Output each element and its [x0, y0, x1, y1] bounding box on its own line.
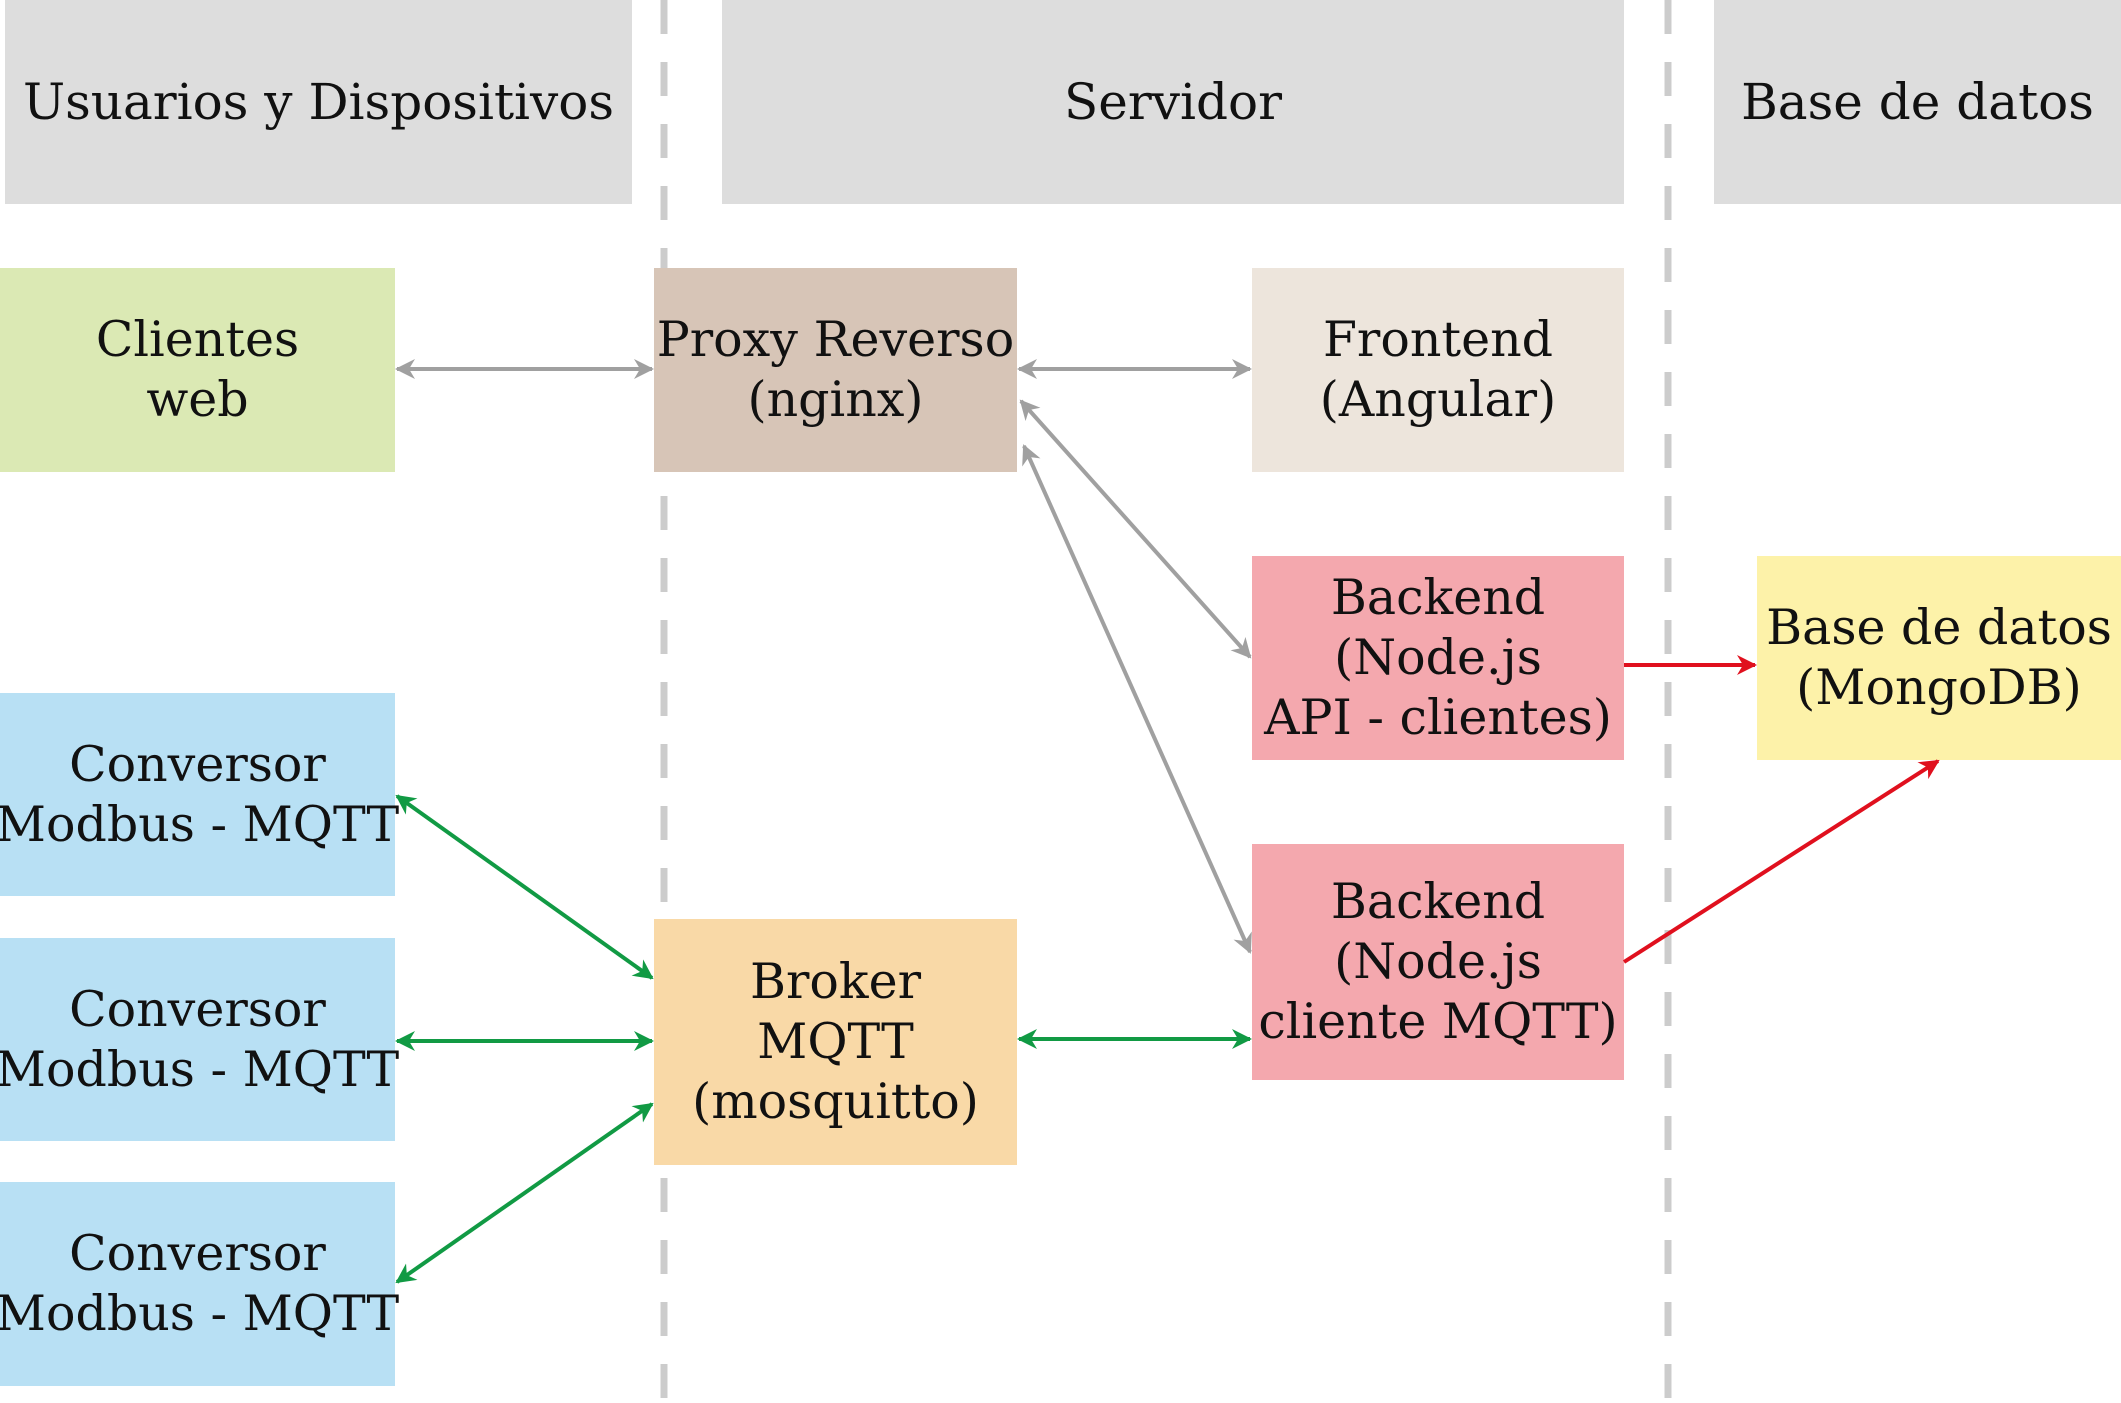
node-database-line-1: Base de datos [1766, 599, 2112, 656]
node-converter-2-line-2: Modbus - MQTT [0, 1040, 400, 1098]
edge-converter-1-broker [395, 794, 654, 980]
node-backend-mqtt-line-1: Backend [1330, 873, 1546, 930]
header-users: Usuarios y Dispositivos [5, 0, 632, 204]
edge-proxy-backend-mqtt [1022, 444, 1252, 954]
divider-left [660, 0, 668, 1403]
header-users-label: Usuarios y Dispositivos [22, 73, 615, 131]
node-converter-2: Conversor Modbus - MQTT [0, 938, 399, 1141]
header-server-label: Servidor [1064, 73, 1282, 131]
header-server: Servidor [722, 0, 1624, 204]
edge-backend-mqtt-database [1622, 759, 1940, 964]
node-backend-api-line-2: (Node.js [1334, 629, 1542, 686]
node-backend-api-line-3: API - clientes) [1264, 689, 1612, 746]
node-backend-mqtt: Backend (Node.js cliente MQTT) [1252, 844, 1624, 1080]
node-proxy: Proxy Reverso (nginx) [654, 268, 1017, 472]
node-converter-1: Conversor Modbus - MQTT [0, 693, 399, 896]
node-converter-3: Conversor Modbus - MQTT [0, 1182, 399, 1386]
node-web-clients: Clientes web [0, 268, 395, 472]
node-proxy-line-1: Proxy Reverso [656, 311, 1015, 368]
node-frontend-line-2: (Angular) [1319, 371, 1557, 428]
node-broker-line-1: Broker [749, 953, 922, 1010]
node-database-line-2: (MongoDB) [1796, 659, 2082, 716]
node-backend-mqtt-line-2: (Node.js [1334, 933, 1542, 990]
node-frontend-line-1: Frontend [1322, 311, 1554, 368]
header-database: Base de datos [1714, 0, 2121, 204]
node-frontend: Frontend (Angular) [1252, 268, 1624, 472]
node-converter-2-line-1: Conversor [69, 980, 326, 1038]
node-broker-line-3: (mosquitto) [692, 1073, 979, 1130]
node-backend-mqtt-line-3: cliente MQTT) [1258, 993, 1618, 1050]
edge-converter-3-broker [395, 1102, 654, 1284]
node-backend-api: Backend (Node.js API - clientes) [1252, 556, 1624, 760]
node-backend-api-line-1: Backend [1330, 569, 1546, 626]
node-converter-1-line-2: Modbus - MQTT [0, 795, 400, 853]
node-converter-3-line-1: Conversor [69, 1225, 326, 1282]
node-web-clients-line-1: Clientes [95, 311, 300, 368]
header-database-label: Base de datos [1741, 73, 2094, 131]
node-converter-1-line-1: Conversor [69, 735, 326, 793]
node-proxy-line-2: (nginx) [747, 371, 924, 428]
node-broker-line-2: MQTT [757, 1013, 914, 1070]
edge-proxy-backend-api [1019, 399, 1252, 659]
node-broker: Broker MQTT (mosquitto) [654, 919, 1017, 1165]
node-converter-3-line-2: Modbus - MQTT [0, 1285, 400, 1342]
divider-right [1664, 0, 1672, 1403]
node-database: Base de datos (MongoDB) [1757, 556, 2121, 760]
node-web-clients-line-2: web [146, 371, 249, 428]
